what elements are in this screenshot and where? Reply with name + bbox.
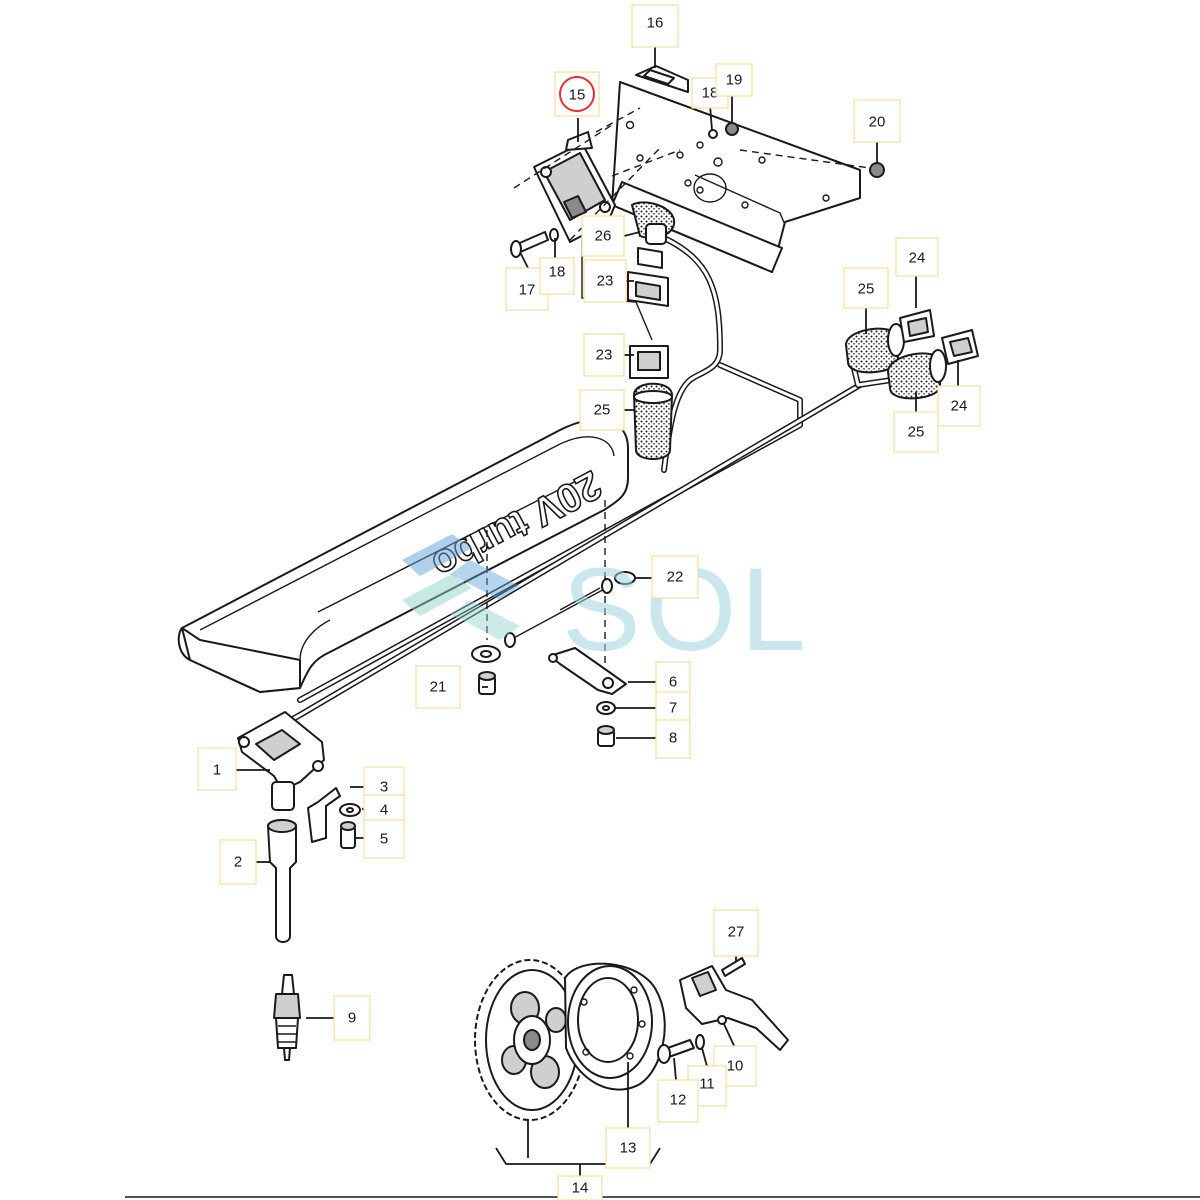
connector-26 <box>630 201 676 245</box>
connector-24-lower <box>941 329 979 365</box>
callout-2: 2 <box>219 839 257 885</box>
svg-text:8: 8 <box>669 730 677 747</box>
connector-24-upper <box>899 309 935 343</box>
callout-9: 9 <box>333 995 371 1041</box>
svg-text:25: 25 <box>908 424 925 441</box>
bolt-12 <box>657 1039 695 1064</box>
svg-text:15: 15 <box>569 87 586 104</box>
svg-text:4: 4 <box>380 802 388 819</box>
leader-lines <box>236 45 959 1176</box>
bolt-21 <box>478 671 496 695</box>
svg-text:22: 22 <box>667 569 684 586</box>
callout-19: 19 <box>715 63 753 97</box>
hall-sender-10 <box>679 965 789 1051</box>
connector-23-upper <box>627 247 669 307</box>
svg-text:2: 2 <box>234 854 242 871</box>
svg-text:1: 1 <box>213 762 221 779</box>
svg-text:14: 14 <box>572 1180 589 1197</box>
callout-18-lower: 18 <box>539 257 575 295</box>
callout-12: 12 <box>657 1079 699 1123</box>
svg-text:23: 23 <box>596 347 613 364</box>
callout-15: 15 <box>554 71 600 117</box>
svg-text:24: 24 <box>951 398 968 415</box>
svg-text:10: 10 <box>727 1058 744 1075</box>
svg-text:17: 17 <box>519 282 536 299</box>
callout-8: 8 <box>655 719 691 759</box>
washer-11 <box>695 1034 705 1050</box>
svg-text:24: 24 <box>909 250 926 267</box>
callout-5: 5 <box>363 819 405 859</box>
svg-text:27: 27 <box>728 924 745 941</box>
svg-text:19: 19 <box>726 72 743 89</box>
svg-text:20: 20 <box>869 114 886 131</box>
callout-25-middle: 25 <box>579 389 625 431</box>
coil-boot-2 <box>267 819 297 943</box>
boot-25-lower-right <box>886 349 947 400</box>
nut-19 <box>708 122 739 139</box>
callout-23-lower: 23 <box>583 333 625 377</box>
callout-24-lower: 24 <box>937 385 981 427</box>
svg-text:3: 3 <box>380 779 388 796</box>
ground-strap-22 <box>504 571 636 648</box>
svg-text:9: 9 <box>348 1010 356 1027</box>
callout-25-upper-right: 25 <box>843 267 889 309</box>
bolt-8 <box>597 725 615 747</box>
washer-7 <box>596 701 616 715</box>
callout-23-upper: 23 <box>583 259 627 303</box>
callout-21: 21 <box>415 665 461 709</box>
boot-25-upper-right <box>844 323 905 374</box>
callout-7: 7 <box>655 691 691 725</box>
svg-text:5: 5 <box>380 831 388 848</box>
bracket-6 <box>548 647 627 695</box>
svg-text:16: 16 <box>647 15 664 32</box>
ignition-coil-1 <box>237 711 325 811</box>
bracket-gasket-16 <box>635 65 689 93</box>
svg-text:12: 12 <box>670 1092 687 1109</box>
svg-text:25: 25 <box>858 281 875 298</box>
svg-text:11: 11 <box>699 1076 715 1093</box>
callout-26: 26 <box>581 215 625 257</box>
svg-text:7: 7 <box>669 700 677 717</box>
svg-text:18: 18 <box>549 264 566 281</box>
svg-text:13: 13 <box>620 1140 637 1157</box>
bolt-17 <box>510 228 559 258</box>
watermark: SOL <box>402 534 806 676</box>
svg-text:18: 18 <box>702 85 719 102</box>
nut-20 <box>869 162 885 178</box>
pin-27 <box>721 957 746 977</box>
callout-10: 10 <box>713 1045 757 1087</box>
bracket-3 <box>307 787 341 843</box>
washer-21 <box>471 645 501 663</box>
callout-13: 13 <box>605 1127 651 1169</box>
callout-22: 22 <box>651 555 699 599</box>
svg-text:6: 6 <box>669 674 677 691</box>
callout-14: 14 <box>557 1175 603 1200</box>
boot-25-middle <box>632 382 674 460</box>
svg-text:21: 21 <box>430 679 447 696</box>
callout-25-lower-right: 25 <box>893 411 939 453</box>
washer-4 <box>339 803 361 817</box>
trigger-rotor-13 <box>564 962 666 1091</box>
svg-text:26: 26 <box>595 228 612 245</box>
connector-23-lower <box>629 345 669 379</box>
spark-plug-9 <box>273 974 301 1061</box>
svg-text:25: 25 <box>594 402 611 419</box>
callout-24-upper: 24 <box>895 237 939 277</box>
callout-1: 1 <box>197 747 237 791</box>
callout-16: 16 <box>631 4 679 48</box>
callout-27: 27 <box>713 909 759 957</box>
callout-15-highlight <box>559 76 595 112</box>
svg-text:23: 23 <box>597 273 614 290</box>
bolt-5 <box>340 821 356 849</box>
callout-20: 20 <box>853 99 901 143</box>
camshaft-sprocket <box>474 959 586 1121</box>
